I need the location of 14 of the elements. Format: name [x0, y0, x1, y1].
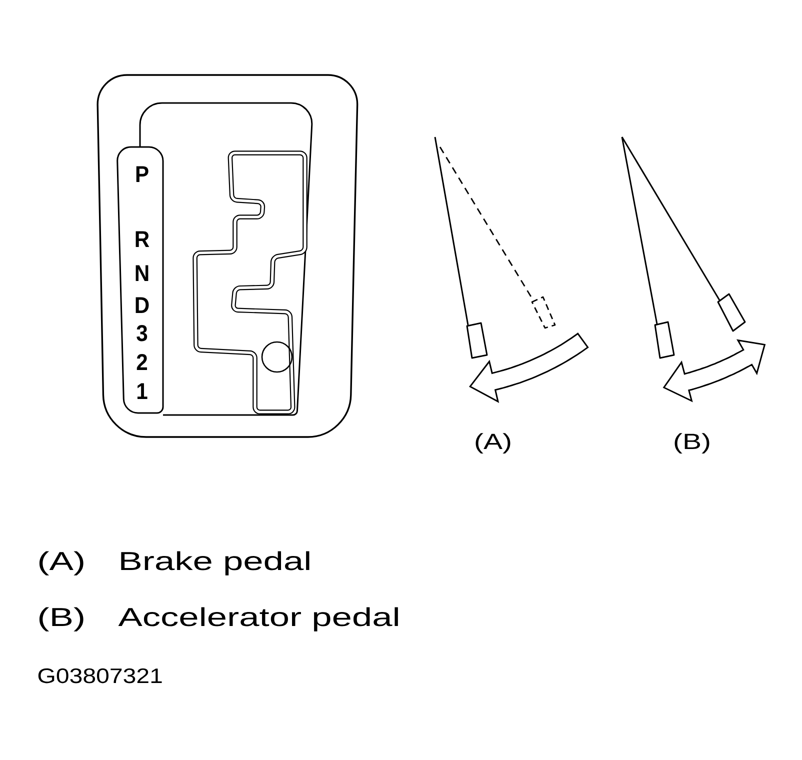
gear-letter: 3 — [136, 325, 148, 342]
gear-letter: N — [136, 265, 148, 281]
legend-key: (B) — [39, 607, 84, 632]
gear-letter: 2 — [136, 354, 148, 370]
gear-letter: 1 — [137, 383, 148, 399]
gear-letter: D — [136, 297, 149, 313]
legend-key: (A) — [39, 551, 84, 576]
figure-code: G03807321 — [38, 668, 162, 684]
view-label: (A) — [476, 433, 510, 454]
view-label: (B) — [674, 433, 710, 454]
gear-letter: R — [136, 231, 150, 247]
gear-letter: P — [136, 166, 148, 182]
legend-text: Brake pedal — [121, 551, 310, 576]
legend-text: Accelerator pedal — [118, 607, 398, 632]
